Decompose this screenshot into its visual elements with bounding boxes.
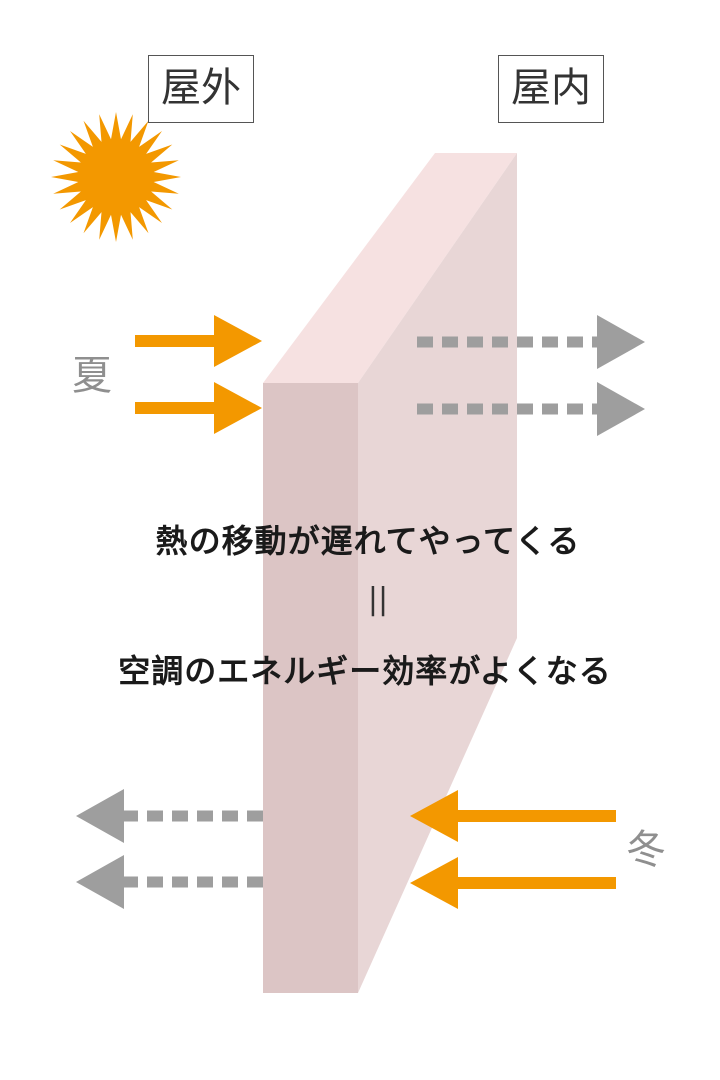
caption-heat-delay: 熱の移動が遅れてやってくる: [155, 522, 581, 560]
wall-slab: [263, 153, 517, 993]
summer-label: 夏: [72, 353, 112, 399]
winter-heat-arrow: [410, 857, 616, 909]
summer-delayed-arrow: [417, 315, 645, 369]
winter-delayed-arrow: [76, 855, 263, 909]
winter-heat-arrow: [410, 790, 616, 842]
summer-heat-arrow: [135, 315, 262, 367]
caption-efficiency: 空調のエネルギー効率がよくなる: [118, 652, 612, 690]
summer-heat-arrow: [135, 382, 262, 434]
summer-heat-arrows: [135, 315, 262, 434]
wall-top-face: [263, 153, 517, 383]
summer-delayed-arrows: [417, 315, 645, 436]
winter-heat-arrows: [410, 790, 616, 909]
winter-delayed-arrows: [76, 789, 263, 909]
indoor-label: 屋内: [498, 55, 604, 123]
caption-equals-sign: ||: [367, 582, 389, 617]
winter-delayed-arrow: [76, 789, 263, 843]
sun-icon: [51, 112, 181, 242]
sun-core: [80, 141, 152, 213]
outdoor-label: 屋外: [148, 55, 254, 123]
wall-front-face: [263, 383, 358, 993]
summer-delayed-arrow: [417, 382, 645, 436]
wall-side-face: [358, 153, 517, 993]
winter-label: 冬: [626, 827, 666, 873]
